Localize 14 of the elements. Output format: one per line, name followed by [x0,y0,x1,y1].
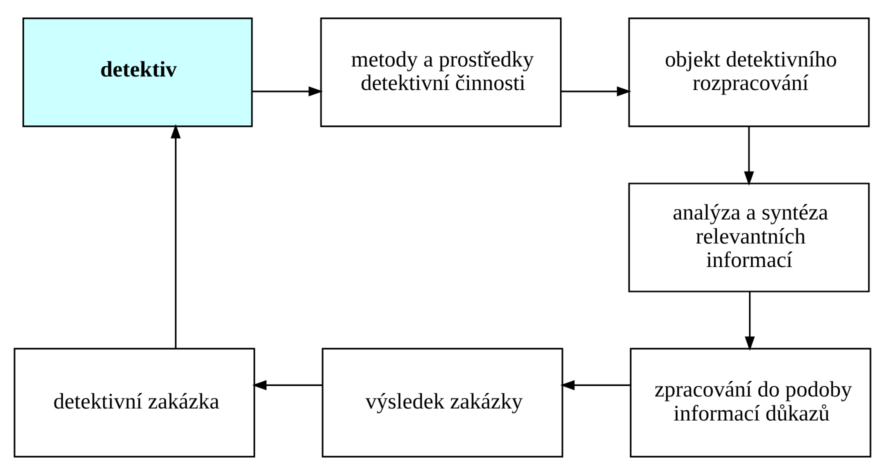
arrow [744,126,754,186]
node-box: objekt detektivního rozpracování [628,17,870,127]
arrow [744,291,755,350]
node-box: detektivní zakázka [14,347,256,457]
arrow [170,124,181,348]
arrow [252,380,322,390]
node-box: zpracování do podoby informací důkazů [630,347,872,457]
node-box: výsledek zakázky [322,347,564,457]
node-box: analýza a syntéza relevantních informací [628,182,870,292]
arrow [252,86,323,96]
arrow [560,380,631,390]
node-box: detektiv [22,17,253,127]
node-box: metody a prostředky detektivní činnosti [320,17,562,127]
arrow [560,86,632,96]
